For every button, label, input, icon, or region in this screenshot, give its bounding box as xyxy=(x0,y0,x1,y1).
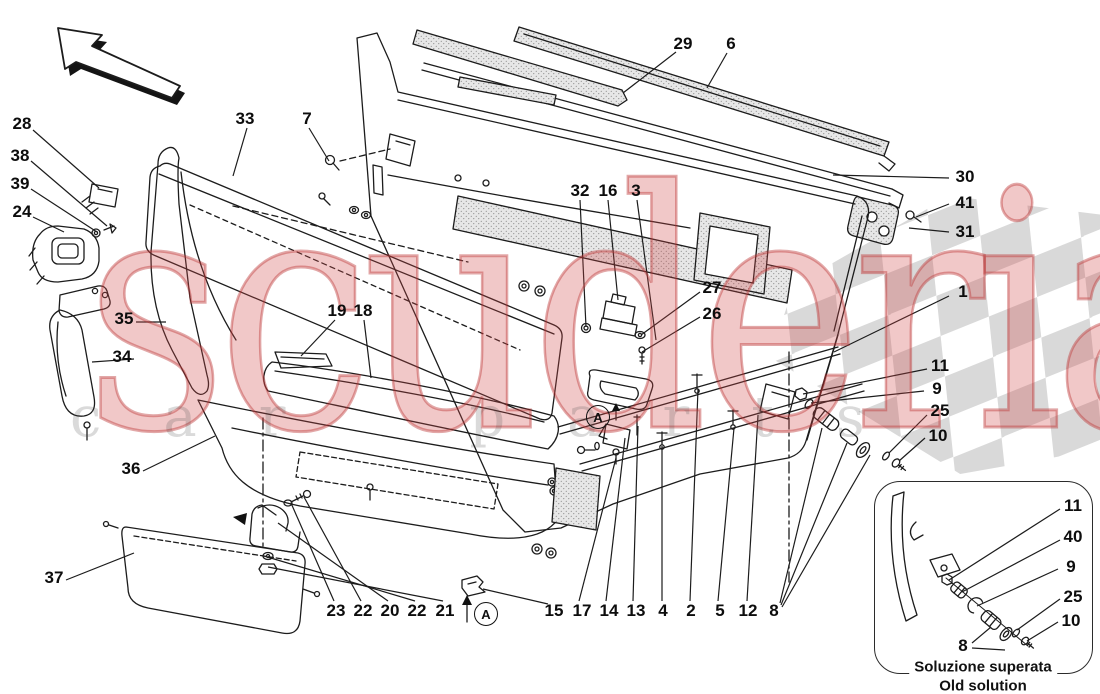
sill-rail-upper xyxy=(557,346,841,435)
lower-card-36 xyxy=(197,399,559,539)
nut-11 xyxy=(794,387,808,401)
washer-9 xyxy=(804,398,814,410)
direction-arrow xyxy=(57,27,185,105)
wedge-part xyxy=(385,133,416,167)
pin-7 xyxy=(324,154,336,166)
lamp-pod-24 xyxy=(32,225,100,283)
old-solution-inset-box xyxy=(874,481,1093,674)
door-card-33 xyxy=(145,162,563,421)
pillar-trim-35 xyxy=(150,146,210,395)
weatherstrip-29 xyxy=(412,29,628,107)
pin-8 xyxy=(855,441,871,459)
inset-caption-english: Old solution xyxy=(934,677,1032,694)
screw-41 xyxy=(905,210,915,220)
screw-10 xyxy=(891,458,907,472)
washer-39 xyxy=(91,228,101,238)
pod-bracket xyxy=(58,285,111,318)
armrest-18 xyxy=(263,361,559,450)
mount-bracket xyxy=(249,504,301,553)
gray-flap xyxy=(551,467,601,531)
pocket-37 xyxy=(121,526,306,635)
escutcheon-plate xyxy=(586,369,654,411)
leader-lines xyxy=(30,51,1061,651)
hinge-pocket xyxy=(759,383,796,420)
seal-strip xyxy=(457,76,557,106)
sill-rail-lower xyxy=(579,383,865,472)
old-solution-drawing xyxy=(890,491,1035,649)
screw-26 xyxy=(638,346,646,354)
bushing xyxy=(812,407,840,431)
clip-15 xyxy=(461,575,486,597)
detail-a-bracket xyxy=(598,423,631,450)
washer-27 xyxy=(634,330,646,340)
arm-34 xyxy=(49,309,96,417)
switch-28 xyxy=(88,183,119,208)
screw-38 xyxy=(103,223,117,234)
inset-caption-italian: Soluzione superata xyxy=(909,658,1057,676)
